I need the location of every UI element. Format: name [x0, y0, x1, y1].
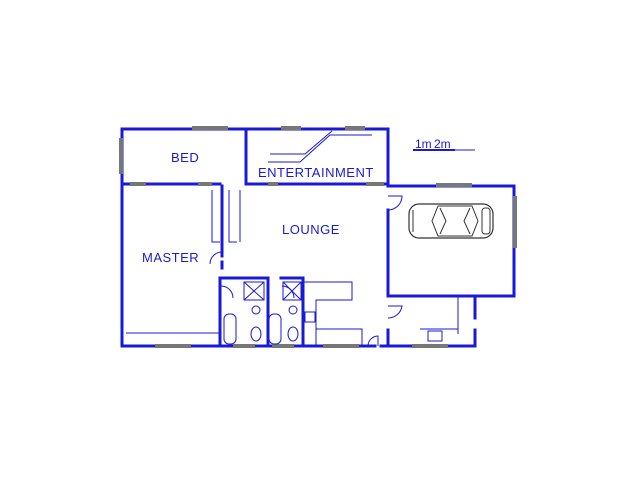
window [272, 344, 294, 348]
bathtub-2 [268, 313, 282, 345]
bathroom-fixtures [223, 281, 443, 345]
window [119, 138, 123, 174]
scale-bar: 1m 2m [413, 137, 475, 151]
door-lounge [387, 195, 403, 211]
room-label-master: MASTER [142, 250, 199, 265]
window [323, 344, 359, 348]
room-label-bed: BED [171, 150, 199, 165]
window [281, 126, 301, 130]
toilet-2 [287, 326, 299, 342]
toilet-1 [250, 326, 262, 342]
window [345, 126, 365, 130]
interior-walls [120, 127, 390, 348]
door-master [209, 251, 223, 265]
scale-label-1m: 1m [415, 137, 432, 151]
car-icon [408, 203, 494, 239]
window [436, 183, 472, 187]
garage-sink [427, 330, 443, 342]
shower-2 [282, 281, 302, 301]
windows [119, 126, 517, 348]
scale-label-2m: 2m [434, 137, 451, 151]
room-label-entertainment: ENTERTAINMENT [258, 165, 374, 180]
door-entrance [367, 335, 379, 347]
window [130, 182, 146, 186]
door-garage [387, 305, 403, 319]
window [155, 344, 191, 348]
fittings [126, 130, 459, 346]
basin-2 [288, 305, 298, 315]
door-bath-2 [281, 285, 295, 299]
window [192, 126, 228, 130]
bathtub-1 [223, 313, 237, 345]
basin-1 [251, 305, 261, 315]
window [412, 344, 448, 348]
room-label-lounge: LOUNGE [282, 222, 340, 237]
door-bath-1 [220, 285, 234, 299]
shower-1 [243, 281, 265, 301]
window [513, 196, 517, 248]
doors [209, 195, 403, 347]
kitchen-sink [304, 311, 316, 323]
window [366, 182, 384, 186]
window [198, 182, 212, 186]
window [233, 344, 255, 348]
window [268, 182, 278, 186]
